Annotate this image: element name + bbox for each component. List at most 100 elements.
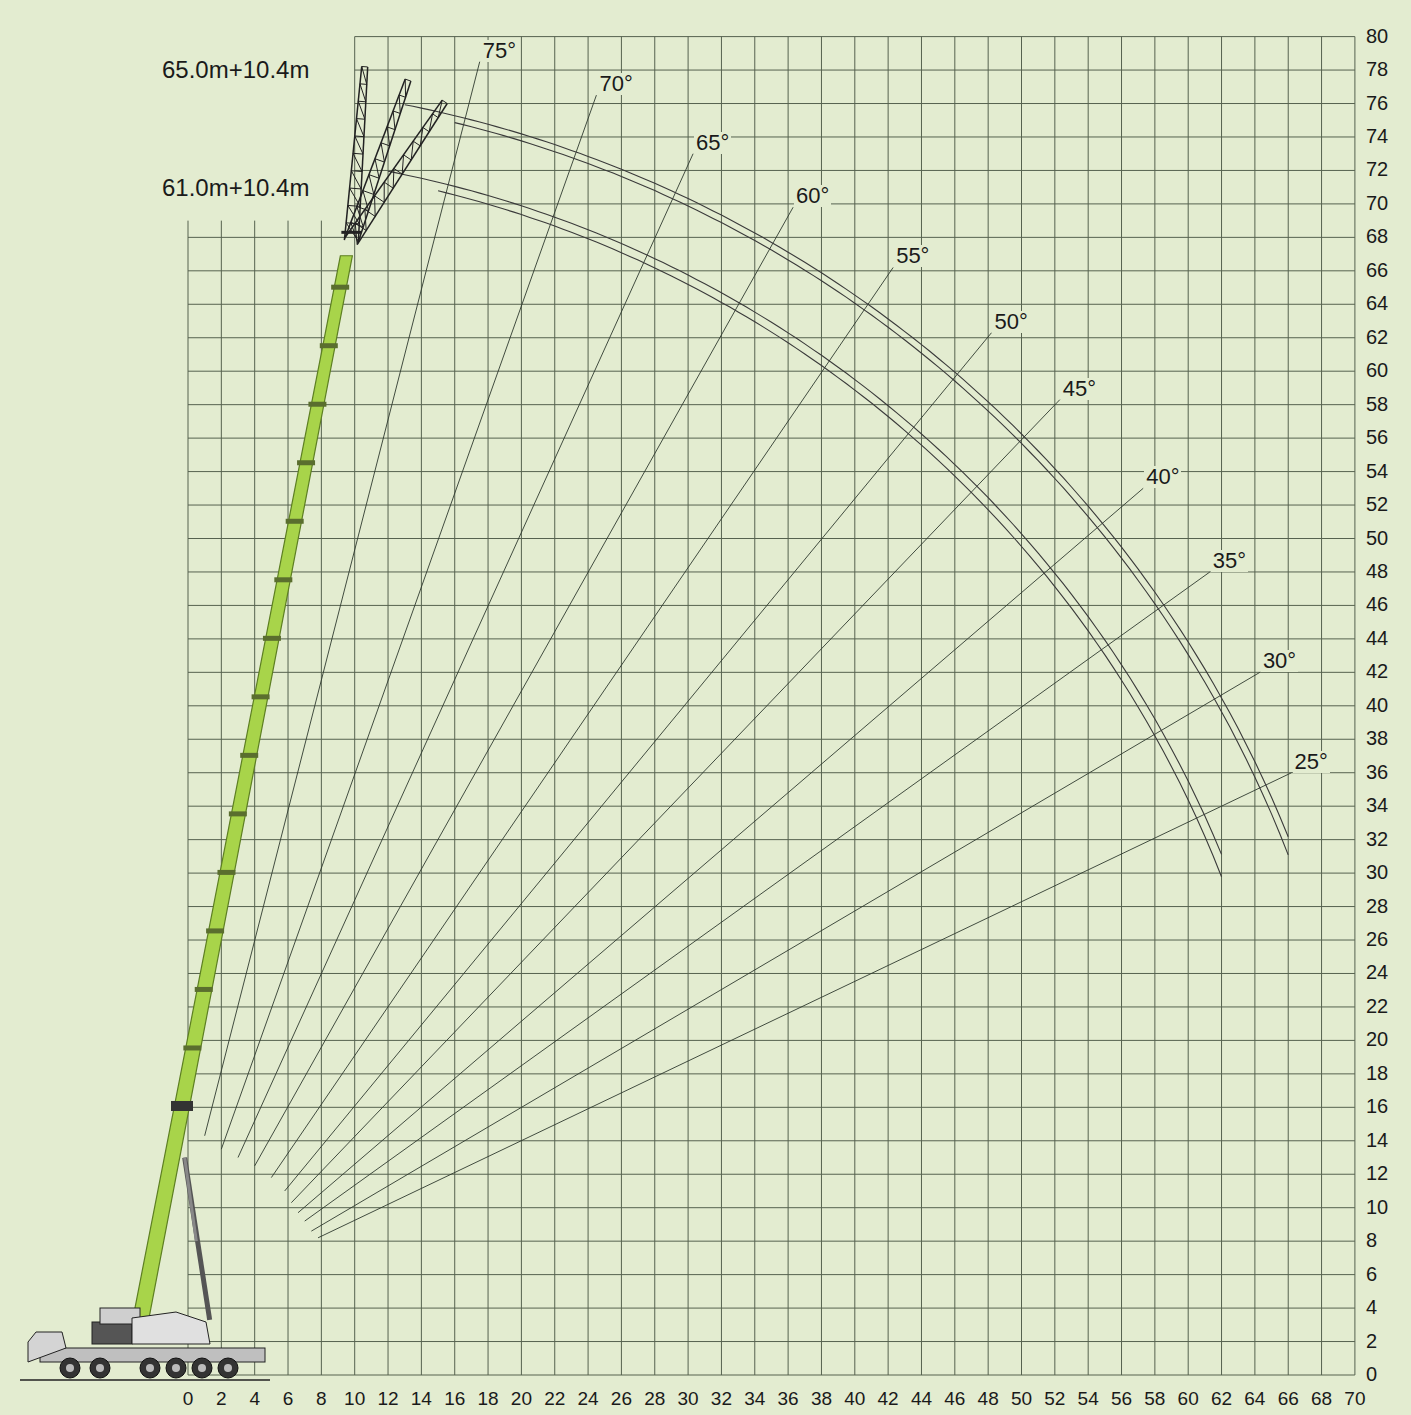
grid-line [188, 1073, 1355, 1074]
grid-line [188, 839, 1355, 840]
y-axis-tick: 24 [1366, 962, 1388, 982]
luffing-jib [357, 119, 364, 137]
boom-angle-line [271, 267, 893, 1177]
angle-label: 40° [1144, 466, 1181, 488]
luffing-jib [393, 111, 400, 114]
x-axis-tick: 40 [844, 1389, 865, 1408]
y-axis-tick: 12 [1366, 1163, 1388, 1183]
x-axis-tick: 0 [183, 1389, 194, 1408]
luffing-jib [355, 136, 363, 154]
y-axis-tick: 54 [1366, 461, 1388, 481]
luffing-jib [362, 66, 368, 67]
grid-line [188, 1207, 1355, 1208]
y-axis-tick: 46 [1366, 594, 1388, 614]
luffing-cylinder [185, 1158, 210, 1320]
boom-collar [320, 343, 338, 348]
truck-wheel [90, 1358, 110, 1378]
grid-line [188, 940, 1355, 941]
wheel-hub [224, 1364, 232, 1372]
wheel-hub [96, 1364, 104, 1372]
luffing-jib [360, 83, 367, 85]
luffing-jib [346, 100, 443, 237]
angle-label: 55° [894, 245, 931, 267]
boom-angle-line [305, 572, 1210, 1221]
working-range-arc [388, 171, 1222, 854]
y-axis-tick: 78 [1366, 59, 1388, 79]
x-axis-tick: 32 [711, 1389, 732, 1408]
y-axis-tick: 10 [1366, 1197, 1388, 1217]
y-axis-tick: 52 [1366, 494, 1388, 514]
boom-collar [274, 577, 292, 582]
x-axis-tick: 6 [283, 1389, 294, 1408]
angle-label: 25° [1293, 751, 1330, 773]
luffing-jib [393, 168, 395, 188]
luffing-jib [413, 141, 420, 146]
truck-cab [28, 1332, 66, 1362]
luffing-jib [433, 114, 439, 118]
boom-collar [252, 694, 270, 699]
y-axis-tick: 56 [1366, 427, 1388, 447]
grid-line [254, 221, 255, 1375]
grid-line [188, 237, 1355, 238]
luffing-jib [375, 159, 384, 162]
x-axis-tick: 70 [1344, 1389, 1365, 1408]
luffing-jib [375, 196, 385, 202]
angle-label: 70° [597, 73, 634, 95]
luffing-jib [353, 153, 363, 155]
luffing-jib [358, 101, 366, 103]
y-axis-tick: 8 [1366, 1230, 1377, 1250]
luffing-jib [384, 182, 393, 188]
luffing-jib [369, 175, 379, 179]
boom-collar [183, 1045, 201, 1050]
luffing-jib [353, 153, 362, 171]
x-axis-tick: 42 [878, 1389, 899, 1408]
x-axis-tick: 22 [544, 1389, 565, 1408]
luffing-jib [350, 188, 362, 190]
x-axis-tick: 26 [611, 1389, 632, 1408]
grid-line [188, 672, 1355, 673]
boom-collar [195, 987, 213, 992]
x-axis-tick: 24 [578, 1389, 599, 1408]
grid-line [355, 170, 1355, 171]
x-axis-tick: 36 [778, 1389, 799, 1408]
x-axis-tick: 66 [1278, 1389, 1299, 1408]
y-axis-tick: 42 [1366, 661, 1388, 681]
boom-angle-line [255, 207, 793, 1166]
x-axis-tick: 52 [1044, 1389, 1065, 1408]
angle-label: 60° [794, 185, 831, 207]
luffing-jib [351, 170, 362, 172]
y-axis-tick: 30 [1366, 862, 1388, 882]
luffing-jib [399, 95, 405, 97]
luffing-rod [185, 1158, 197, 1242]
boom-collar [308, 402, 326, 407]
y-axis-tick: 60 [1366, 360, 1388, 380]
boom-angle-line [311, 672, 1260, 1231]
luffing-jib [365, 209, 375, 216]
luffing-jib [420, 127, 423, 145]
luffing-jib [358, 81, 411, 243]
luffing-jib [375, 159, 379, 179]
boom-config-label: 65.0m+10.4m [160, 58, 311, 82]
x-axis-tick: 60 [1178, 1389, 1199, 1408]
boom-angle-line [298, 488, 1143, 1212]
angle-label: 65° [694, 132, 731, 154]
boom-config-label: 61.0m+10.4m [160, 176, 311, 200]
working-range-arc [405, 105, 1288, 837]
luffing-jib [399, 95, 400, 113]
y-axis-tick: 44 [1366, 628, 1388, 648]
grid-line [188, 739, 1355, 740]
grid-line [221, 221, 222, 1375]
luffing-jib [358, 101, 365, 119]
x-axis-tick: 38 [811, 1389, 832, 1408]
y-axis-tick: 6 [1366, 1264, 1377, 1284]
y-axis-tick: 28 [1366, 896, 1388, 916]
truck-wheel [166, 1358, 186, 1378]
luffing-jib [429, 114, 432, 132]
luffing-jib [355, 223, 357, 244]
luffing-jib [404, 155, 412, 160]
luffing-jib [393, 111, 395, 130]
luffing-jib [387, 127, 395, 130]
y-axis-tick: 32 [1366, 829, 1388, 849]
